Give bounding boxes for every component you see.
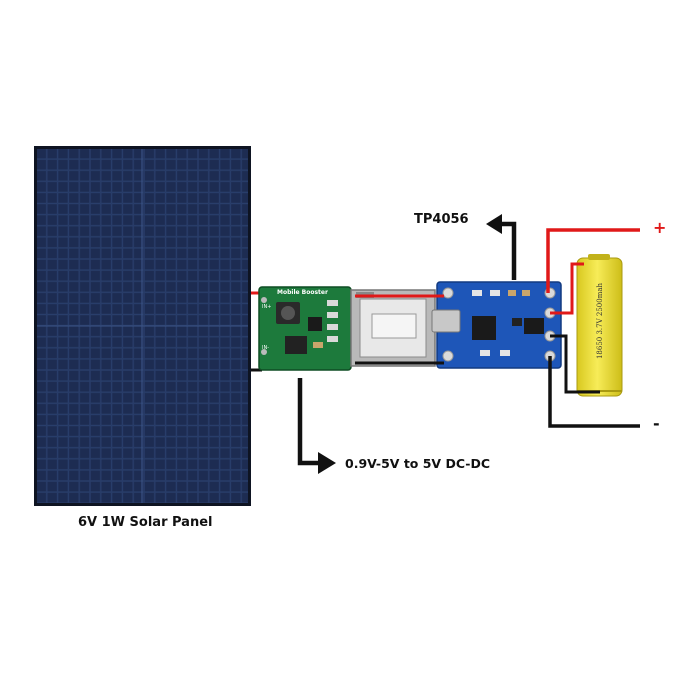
booster-title-print: Mobile Booster: [277, 289, 328, 296]
booster-to-charger-wires: [355, 294, 444, 365]
tp4056-pointer-arrow: [486, 214, 517, 280]
booster-in-minus-print: IN-: [262, 345, 270, 351]
booster-in-plus-print: IN+: [262, 304, 272, 310]
positive-terminal-label: +: [653, 218, 667, 237]
battery-wires: [546, 228, 640, 428]
usb-a-port: [350, 289, 436, 367]
tp4056-board: [431, 281, 562, 369]
booster-label: 0.9V-5V to 5V DC-DC: [345, 456, 491, 471]
battery-print-text: 18650 3.7V 2500mah: [596, 282, 604, 360]
charger-label: TP4056: [414, 212, 469, 227]
booster-board: [258, 286, 352, 371]
solar-panel: [34, 146, 251, 506]
solar-panel-label: 6V 1W Solar Panel: [78, 515, 213, 530]
booster-pointer-arrow: [297, 378, 336, 474]
negative-terminal-label: -: [653, 414, 660, 433]
